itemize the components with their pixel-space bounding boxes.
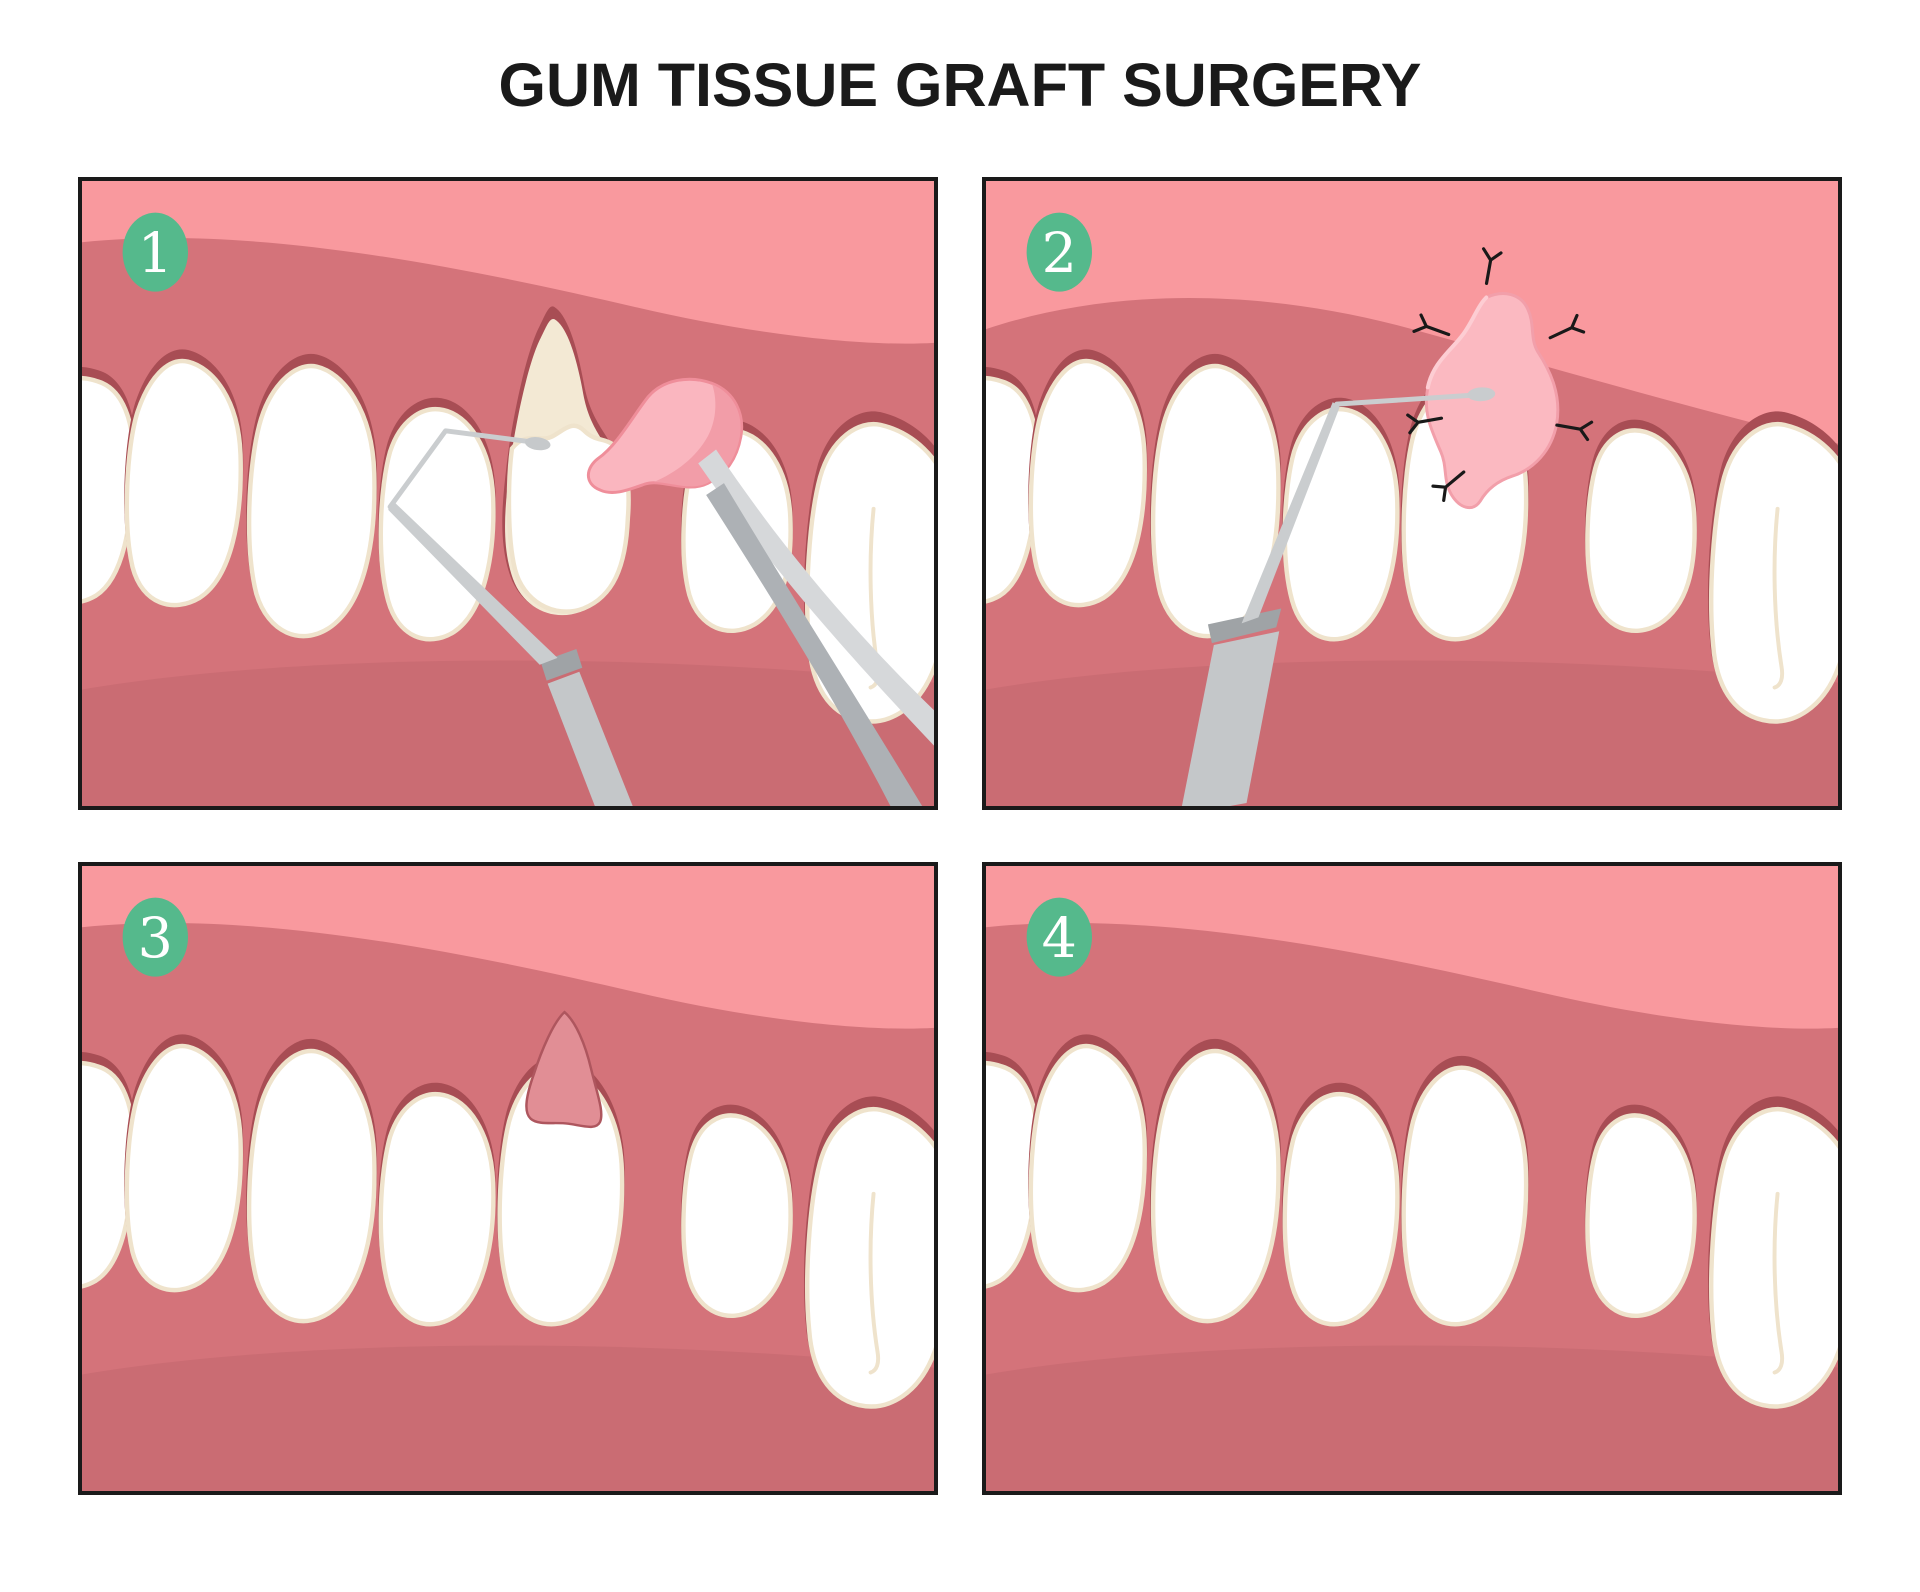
step-number-badge: 4: [1026, 897, 1093, 977]
page-title: GUM TISSUE GRAFT SURGERY: [498, 51, 1422, 119]
step-number: 2: [1042, 222, 1077, 286]
step-4-illustration: 4: [986, 866, 1838, 1491]
step-number: 4: [1042, 907, 1077, 971]
step-2-panel: 2: [982, 177, 1842, 810]
step-number-badge: 1: [122, 212, 189, 292]
step-number-badge: 3: [122, 897, 189, 977]
step-3-panel: 3: [78, 862, 938, 1495]
step-1-panel: 1: [78, 177, 938, 810]
steps-grid: 1 2: [78, 177, 1842, 1495]
step-3-illustration: 3: [82, 866, 934, 1491]
step-number: 1: [138, 222, 173, 286]
step-number: 3: [138, 907, 173, 971]
step-2-illustration: 2: [986, 181, 1838, 806]
step-number-badge: 2: [1026, 212, 1093, 292]
step-4-panel: 4: [982, 862, 1842, 1495]
step-1-illustration: 1: [82, 181, 934, 806]
